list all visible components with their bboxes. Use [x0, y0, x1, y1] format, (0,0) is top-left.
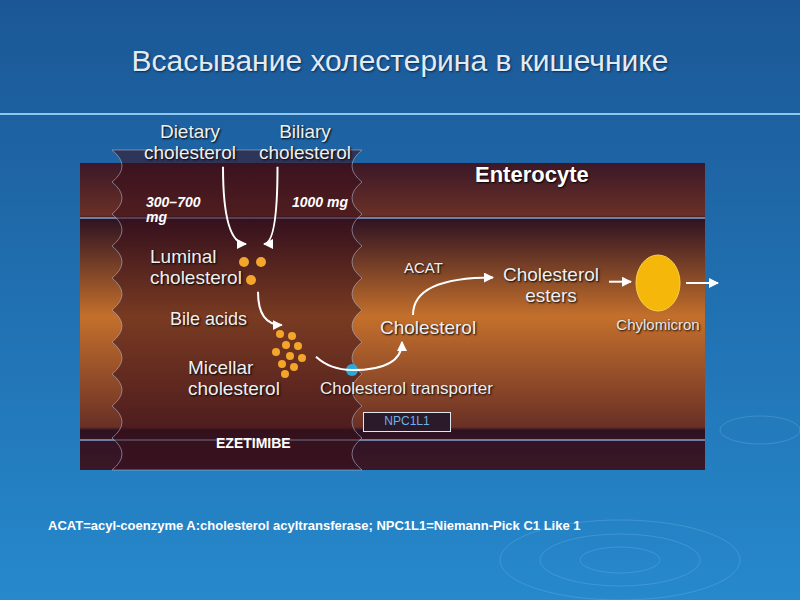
slide-title: Всасывание холестерина в кишечнике [0, 44, 800, 77]
node-text: Dietary cholesterol [135, 122, 245, 164]
node-text: Biliary cholesterol [250, 122, 360, 164]
pool-label: Luminal cholesterol [150, 247, 270, 289]
title-rule [0, 113, 800, 115]
flow-arrow [223, 167, 246, 244]
amount-label: 1000 mg [292, 195, 372, 210]
node-text: Cholesterol esters [496, 265, 606, 307]
drug-label: EZETIMIBE [216, 436, 326, 451]
node-text: Cholesterol transporter [320, 380, 520, 399]
flow-arrow [316, 342, 402, 370]
source-label: Biliary cholesterol [250, 122, 360, 164]
amount-label: 300–700 mg [146, 195, 210, 226]
node-text: Micellar cholesterol [188, 358, 313, 400]
enzyme-label: ACAT [404, 260, 443, 277]
micelle-dots [272, 330, 306, 378]
node-text: Luminal cholesterol [150, 247, 270, 289]
luminal-dots [239, 257, 266, 285]
source-label: Dietary cholesterol [135, 122, 245, 164]
flow-arrow [609, 281, 631, 283]
node-text: Chylomicron [608, 317, 708, 334]
chylomicron-shape [634, 253, 682, 313]
chylomicron-node: Chylomicron [608, 253, 708, 343]
bile-acids-label: Bile acids [170, 310, 260, 330]
flow-arrow [413, 278, 493, 315]
node-text: Cholesterol [380, 318, 490, 339]
flow-arrow [264, 167, 278, 244]
transporter-label: Cholesterol transporter [320, 380, 520, 399]
gene-name: NPC1L1 [384, 415, 429, 428]
gene-box: NPC1L1 [363, 412, 451, 432]
flow-arrow [258, 292, 282, 325]
export-arrow [686, 282, 718, 284]
caption: ACAT=acyl-coenzyme A:cholesterol acyltra… [48, 519, 768, 533]
pool-label: Micellar cholesterol [188, 328, 313, 400]
node-text: Enterocyte [80, 163, 705, 187]
process-label: Cholesterol esters [496, 265, 606, 307]
process-label: Cholesterol [380, 318, 490, 339]
